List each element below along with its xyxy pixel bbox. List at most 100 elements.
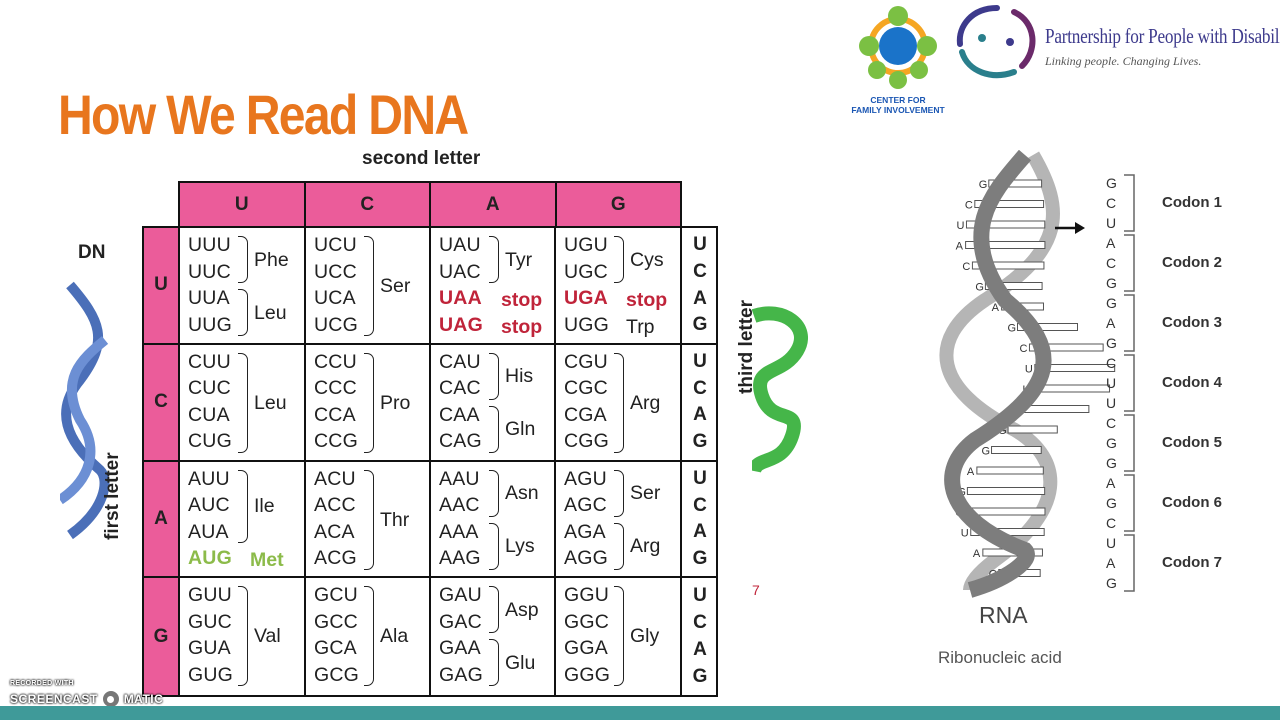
- third-letter-text: third letter: [736, 300, 757, 394]
- codon: UCC: [314, 260, 357, 283]
- amino-acid-label: Glu: [505, 651, 536, 674]
- third-letter-a: A: [693, 639, 707, 661]
- amino-acid-label: Ala: [380, 625, 409, 648]
- rna-base-rung: [1028, 343, 1104, 352]
- rna-helix-base: C: [965, 200, 973, 212]
- amino-acid-label: Thr: [380, 508, 410, 531]
- codon: GUC: [188, 610, 232, 633]
- rna-helix-base: A: [973, 548, 981, 560]
- codon-bracket: [1124, 414, 1135, 472]
- row-header-g: G: [144, 578, 180, 695]
- rna-subtitle: Ribonucleic acid: [938, 648, 1062, 667]
- brace-icon: [238, 469, 248, 543]
- rna-sequence-base: C: [1106, 195, 1116, 211]
- ppd-name: Partnership for People with Disabilities: [1045, 24, 1280, 48]
- rna-base-rung: [966, 487, 1046, 495]
- amino-acid-label: Pro: [380, 391, 411, 414]
- brace-icon: [489, 236, 499, 283]
- amino-acid-label: Asp: [505, 598, 539, 621]
- codon-bracket: [1124, 534, 1135, 592]
- codon: CAG: [439, 430, 482, 453]
- third-letter-c: C: [693, 377, 707, 399]
- codon: UAA: [439, 287, 482, 309]
- codon: CGA: [564, 403, 607, 426]
- brace-icon: [238, 586, 248, 687]
- row-header-c: C: [144, 344, 180, 462]
- rna-base-rung: [965, 220, 1046, 229]
- ppd-logo-icon: [956, 5, 1036, 79]
- codon: CCG: [314, 430, 358, 453]
- second-letter-label: second letter: [362, 148, 481, 169]
- rna-sequence-base: G: [1106, 295, 1117, 311]
- codon-bracket: [1124, 234, 1135, 292]
- brace-icon: [238, 289, 248, 336]
- codon: AGC: [564, 494, 607, 516]
- watermark-matic: MATIC: [123, 692, 164, 706]
- arrow-head-icon: [1075, 222, 1085, 234]
- rna-sequence-base: G: [1106, 455, 1117, 471]
- codon: UAC: [439, 260, 481, 283]
- codon: CUA: [188, 403, 230, 426]
- codon: AGA: [564, 520, 606, 543]
- green-protein-fragment-icon: [752, 306, 808, 474]
- brace-icon: [489, 586, 499, 634]
- codon: CAU: [439, 350, 481, 373]
- brace-icon: [614, 586, 624, 687]
- rna-sequence-base: A: [1106, 475, 1116, 491]
- cfi-line1: CENTER FOR: [870, 95, 926, 105]
- brace-icon: [489, 469, 499, 517]
- codon: GCA: [314, 637, 357, 660]
- third-letter-u: U: [693, 584, 707, 606]
- rna-sequence-base: C: [1106, 515, 1116, 531]
- rna-sequence-base: G: [1106, 575, 1117, 591]
- codon: CGC: [564, 377, 608, 400]
- codon: CUG: [188, 430, 232, 453]
- rna-sequence-base: G: [1106, 175, 1117, 191]
- brace-icon: [364, 352, 374, 453]
- slide-title: How We Read DNA: [58, 83, 469, 146]
- amino-acid-label: stop: [626, 289, 668, 312]
- amino-acid-label: Cys: [630, 248, 664, 271]
- amino-acid-label: Ile: [254, 495, 275, 518]
- codon-bracket: [1124, 474, 1135, 532]
- amino-acid-label: Ser: [630, 482, 661, 504]
- rna-helix-base: G: [1008, 323, 1017, 335]
- codon: UUG: [188, 313, 232, 336]
- brace-icon: [489, 639, 499, 687]
- brace-icon: [238, 236, 248, 283]
- footer-bar: [0, 706, 1280, 720]
- rna-base-rung: [1007, 425, 1058, 434]
- codon-table-column-headers: U C A G: [178, 181, 682, 228]
- amino-acid-label: Tyr: [505, 248, 533, 271]
- amino-acid-label: Val: [254, 625, 281, 648]
- rna-sequence-base: G: [1106, 335, 1117, 351]
- rna-helix-base: G: [979, 179, 988, 191]
- brace-icon: [489, 522, 499, 570]
- amino-acid-label: Asn: [505, 482, 539, 504]
- amino-acid-label: Arg: [630, 391, 661, 414]
- cfi-logo-icon: [859, 6, 937, 89]
- codon-label-3: Codon 3: [1162, 314, 1222, 331]
- third-letter-label: third letter: [736, 300, 758, 520]
- amino-acid-label: Met: [250, 549, 284, 572]
- codon: UGU: [564, 234, 608, 256]
- rna-back-strand: [939, 151, 1060, 591]
- amino-acid-label: Phe: [254, 248, 289, 271]
- codon: GGA: [564, 637, 608, 660]
- codon: CGU: [564, 350, 608, 373]
- rna-sequence-base: U: [1106, 215, 1116, 231]
- col-header-a: A: [429, 181, 557, 228]
- codon: CCA: [314, 403, 356, 426]
- col-header-c: C: [303, 181, 431, 228]
- brace-icon: [614, 352, 624, 453]
- codon: GGG: [564, 663, 611, 686]
- rna-sequence-base: C: [1106, 415, 1116, 431]
- col-header-g: G: [554, 181, 682, 228]
- codon: UGA: [564, 287, 608, 309]
- brace-icon: [614, 469, 624, 517]
- codon: GCU: [314, 584, 358, 607]
